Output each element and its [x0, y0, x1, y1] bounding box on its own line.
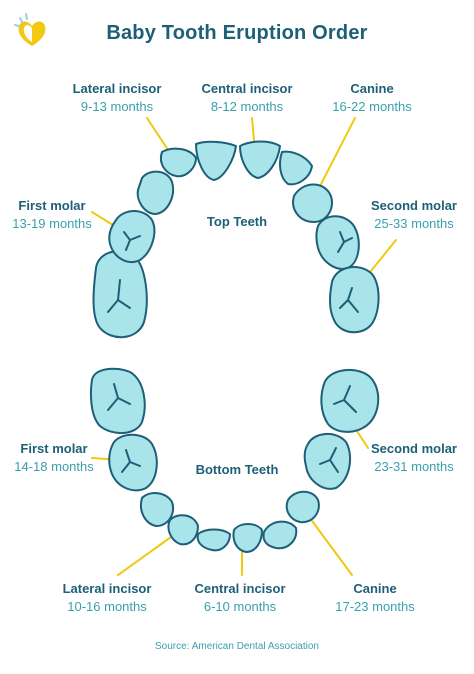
- top-left-central-incisor: [195, 140, 237, 181]
- months: 25-33 months: [374, 216, 454, 231]
- top-left-canine: [136, 170, 174, 215]
- label-top-central-incisor: Central incisor 8-12 months: [182, 80, 312, 116]
- bottom-teeth-heading: Bottom Teeth: [195, 462, 279, 477]
- top-right-lateral-incisor: [279, 150, 313, 186]
- leader-top-canine: [317, 117, 356, 191]
- months: 14-18 months: [14, 459, 94, 474]
- source-note: Source: American Dental Association: [155, 641, 319, 652]
- top-right-central-incisor: [239, 140, 281, 179]
- months: 16-22 months: [332, 99, 412, 114]
- label-bottom-canine: Canine 17-23 months: [315, 580, 435, 616]
- name: Central incisor: [201, 81, 293, 96]
- top-right-canine: [292, 183, 333, 223]
- bottom-right-central-incisor: [232, 523, 263, 553]
- top-right-second-molar: [329, 266, 380, 334]
- logo-icon: [14, 13, 46, 46]
- label-bottom-second-molar: Second molar 23-31 months: [358, 440, 470, 476]
- months: 23-31 months: [374, 459, 454, 474]
- name: Lateral incisor: [72, 81, 162, 96]
- name: Lateral incisor: [62, 581, 152, 596]
- months: 6-10 months: [203, 599, 277, 614]
- bottom-left-second-molar: [90, 367, 146, 434]
- top-left-first-molar: [108, 210, 156, 263]
- bottom-left-central-incisor: [196, 528, 231, 552]
- top-left-lateral-incisor: [160, 147, 197, 178]
- months: 10-16 months: [67, 599, 147, 614]
- name: Second molar: [371, 198, 457, 213]
- months: 13-19 months: [12, 216, 92, 231]
- name: Canine: [353, 581, 397, 596]
- months: 9-13 months: [80, 99, 154, 114]
- leader-bottom-canine: [303, 509, 353, 576]
- bottom-right-canine: [285, 490, 320, 524]
- top-left-second-molar: [92, 250, 148, 338]
- bottom-right-second-molar: [320, 368, 380, 433]
- months: 17-23 months: [335, 599, 415, 614]
- name: Second molar: [371, 441, 457, 456]
- months: 8-12 months: [210, 99, 284, 114]
- bottom-right-lateral-incisor: [262, 520, 298, 550]
- top-right-first-molar: [315, 215, 360, 270]
- name: Central incisor: [194, 581, 286, 596]
- top-teeth-heading: Top Teeth: [206, 214, 268, 229]
- page-title: Baby Tooth Eruption Order: [106, 22, 368, 44]
- label-top-canine: Canine 16-22 months: [312, 80, 432, 116]
- label-bottom-central-incisor: Central incisor 6-10 months: [175, 580, 305, 616]
- label-top-lateral-incisor: Lateral incisor 9-13 months: [52, 80, 182, 116]
- name: Canine: [350, 81, 394, 96]
- name: First molar: [20, 441, 88, 456]
- bottom-left-lateral-incisor: [167, 514, 199, 546]
- label-bottom-first-molar: First molar 14-18 months: [4, 440, 104, 476]
- label-top-second-molar: Second molar 25-33 months: [358, 197, 470, 233]
- label-top-first-molar: First molar 13-19 months: [2, 197, 102, 233]
- name: First molar: [18, 198, 86, 213]
- bottom-left-canine: [140, 492, 174, 527]
- label-bottom-lateral-incisor: Lateral incisor 10-16 months: [42, 580, 172, 616]
- leader-bottom-lateral: [117, 531, 179, 576]
